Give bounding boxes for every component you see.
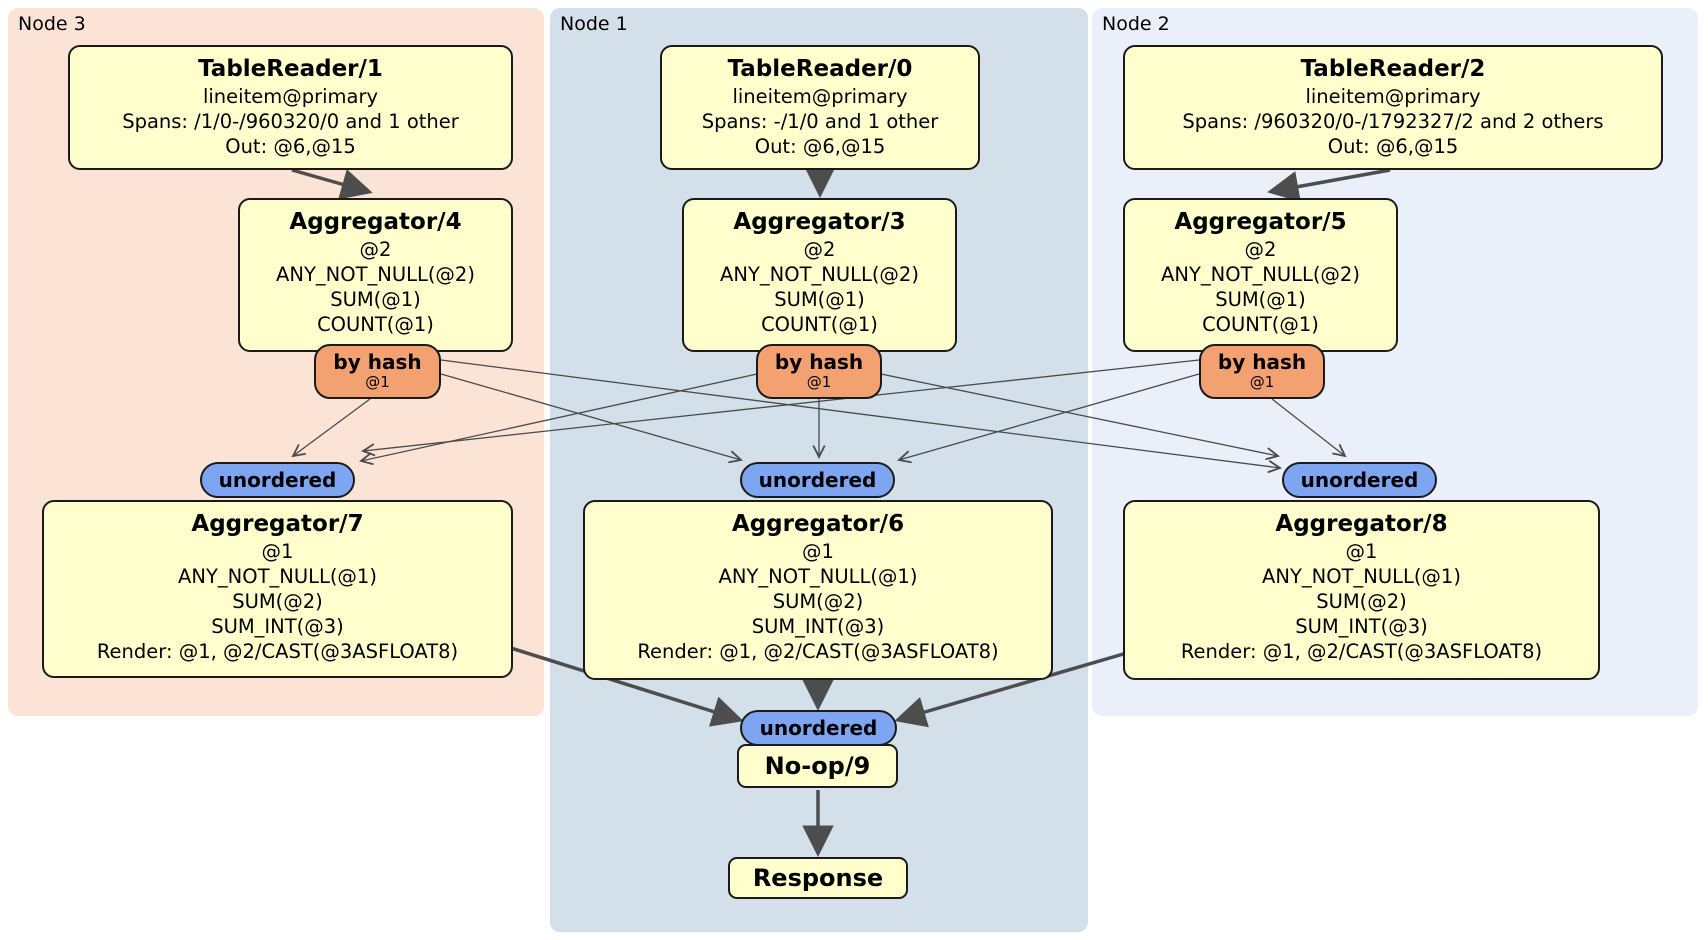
tablereader-2-spans: Spans: /960320/0-/1792327/2 and 2 others bbox=[1182, 110, 1604, 133]
aggregator-7-render: Render: @1, @2/CAST(@3ASFLOAT8) bbox=[96, 640, 459, 663]
aggregator-3-func: COUNT(@1) bbox=[761, 313, 878, 336]
aggregator-5-group: @2 bbox=[1244, 238, 1277, 261]
aggregator-3-group: @2 bbox=[803, 238, 836, 261]
tablereader-0-title: TableReader/0 bbox=[727, 56, 913, 82]
aggregator-3-title: Aggregator/3 bbox=[733, 209, 906, 235]
aggregator-5-title: Aggregator/5 bbox=[1174, 209, 1347, 235]
aggregator-8-render: Render: @1, @2/CAST(@3ASFLOAT8) bbox=[1180, 640, 1543, 663]
hash-router-node3-key: @1 bbox=[365, 373, 390, 391]
hash-router-node2: by hash @1 bbox=[1199, 344, 1325, 399]
aggregator-6-box: Aggregator/6 @1 ANY_NOT_NULL(@1) SUM(@2)… bbox=[583, 500, 1053, 680]
aggregator-8-box: Aggregator/8 @1 ANY_NOT_NULL(@1) SUM(@2)… bbox=[1123, 500, 1600, 680]
unordered-sync-final: unordered bbox=[740, 710, 897, 746]
aggregator-4-func: ANY_NOT_NULL(@2) bbox=[276, 263, 475, 286]
region-node3-label: Node 3 bbox=[18, 13, 86, 35]
tablereader-0-box: TableReader/0 lineitem@primary Spans: -/… bbox=[660, 45, 980, 170]
aggregator-5-func: SUM(@1) bbox=[1215, 288, 1306, 311]
hash-router-node2-label: by hash bbox=[1217, 350, 1307, 374]
aggregator-4-group: @2 bbox=[359, 238, 392, 261]
unordered-sync-node3: unordered bbox=[200, 462, 355, 498]
hash-router-node1-key: @1 bbox=[806, 373, 832, 391]
noop-9-title: No-op/9 bbox=[764, 752, 871, 780]
hash-router-node1: by hash @1 bbox=[756, 344, 882, 399]
aggregator-8-func: ANY_NOT_NULL(@1) bbox=[1262, 565, 1461, 588]
hash-router-node3: by hash @1 bbox=[314, 344, 441, 399]
aggregator-6-group: @1 bbox=[802, 540, 834, 563]
hash-router-node1-label: by hash bbox=[774, 350, 864, 374]
noop-9-box: No-op/9 bbox=[737, 744, 898, 788]
tablereader-1-index: lineitem@primary bbox=[202, 85, 379, 108]
tablereader-0-spans: Spans: -/1/0 and 1 other bbox=[701, 110, 939, 133]
aggregator-7-box: Aggregator/7 @1 ANY_NOT_NULL(@1) SUM(@2)… bbox=[42, 500, 513, 678]
aggregator-8-func: SUM_INT(@3) bbox=[1295, 615, 1428, 638]
aggregator-4-box: Aggregator/4 @2 ANY_NOT_NULL(@2) SUM(@1)… bbox=[238, 198, 513, 352]
aggregator-6-func: SUM(@2) bbox=[772, 590, 864, 613]
aggregator-6-title: Aggregator/6 bbox=[731, 511, 905, 537]
aggregator-8-title: Aggregator/8 bbox=[1275, 511, 1448, 537]
aggregator-4-title: Aggregator/4 bbox=[289, 209, 462, 235]
tablereader-2-title: TableReader/2 bbox=[1300, 56, 1486, 82]
tablereader-1-title: TableReader/1 bbox=[198, 56, 383, 82]
tablereader-0-index: lineitem@primary bbox=[732, 85, 908, 108]
hash-router-node3-label: by hash bbox=[333, 350, 422, 374]
response-title: Response bbox=[752, 864, 884, 892]
aggregator-5-func: COUNT(@1) bbox=[1202, 313, 1319, 336]
tablereader-2-box: TableReader/2 lineitem@primary Spans: /9… bbox=[1123, 45, 1663, 170]
aggregator-5-box: Aggregator/5 @2 ANY_NOT_NULL(@2) SUM(@1)… bbox=[1123, 198, 1398, 352]
aggregator-4-func: SUM(@1) bbox=[330, 288, 421, 311]
aggregator-4-func: COUNT(@1) bbox=[317, 313, 434, 336]
response-box: Response bbox=[728, 857, 908, 899]
aggregator-7-func: SUM(@2) bbox=[232, 590, 323, 613]
aggregator-3-func: SUM(@1) bbox=[774, 288, 865, 311]
hash-router-node2-key: @1 bbox=[1249, 373, 1275, 391]
aggregator-7-title: Aggregator/7 bbox=[191, 511, 364, 537]
unordered-sync-node1: unordered bbox=[740, 462, 895, 498]
aggregator-7-group: @1 bbox=[261, 540, 294, 563]
tablereader-1-out: Out: @6,@15 bbox=[225, 135, 356, 158]
tablereader-0-out: Out: @6,@15 bbox=[754, 135, 886, 158]
region-node1-label: Node 1 bbox=[560, 13, 628, 35]
aggregator-5-func: ANY_NOT_NULL(@2) bbox=[1161, 263, 1360, 286]
aggregator-6-render: Render: @1, @2/CAST(@3ASFLOAT8) bbox=[637, 640, 999, 663]
aggregator-3-box: Aggregator/3 @2 ANY_NOT_NULL(@2) SUM(@1)… bbox=[682, 198, 957, 352]
tablereader-2-index: lineitem@primary bbox=[1305, 85, 1481, 108]
aggregator-3-func: ANY_NOT_NULL(@2) bbox=[720, 263, 919, 286]
tablereader-1-box: TableReader/1 lineitem@primary Spans: /1… bbox=[68, 45, 513, 170]
aggregator-8-func: SUM(@2) bbox=[1316, 590, 1407, 613]
aggregator-6-func: SUM_INT(@3) bbox=[751, 615, 885, 638]
aggregator-7-func: ANY_NOT_NULL(@1) bbox=[178, 565, 377, 588]
tablereader-1-spans: Spans: /1/0-/960320/0 and 1 other bbox=[122, 110, 459, 133]
aggregator-6-func: ANY_NOT_NULL(@1) bbox=[718, 565, 918, 588]
aggregator-8-group: @1 bbox=[1345, 540, 1378, 563]
region-node2-label: Node 2 bbox=[1102, 13, 1170, 35]
unordered-sync-node2: unordered bbox=[1282, 462, 1437, 498]
aggregator-7-func: SUM_INT(@3) bbox=[211, 615, 344, 638]
tablereader-2-out: Out: @6,@15 bbox=[1327, 135, 1459, 158]
